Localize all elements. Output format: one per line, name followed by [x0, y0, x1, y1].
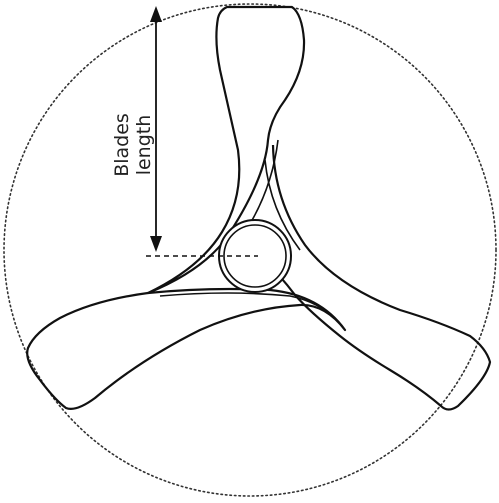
dimension-arrowhead-bottom — [150, 236, 162, 252]
blade-left-edge — [159, 292, 339, 323]
hub-inner — [223, 224, 287, 288]
blade-right-edge — [264, 159, 301, 251]
dimension-arrowhead-top — [150, 6, 162, 22]
dimension-label: Blades length — [111, 113, 155, 177]
blade-left — [26, 287, 347, 410]
dimension-label-line-1: Blades — [111, 113, 133, 177]
blade-right — [261, 144, 492, 411]
sweep-circle — [3, 3, 497, 497]
dimension-label-line-2: length — [133, 115, 155, 176]
